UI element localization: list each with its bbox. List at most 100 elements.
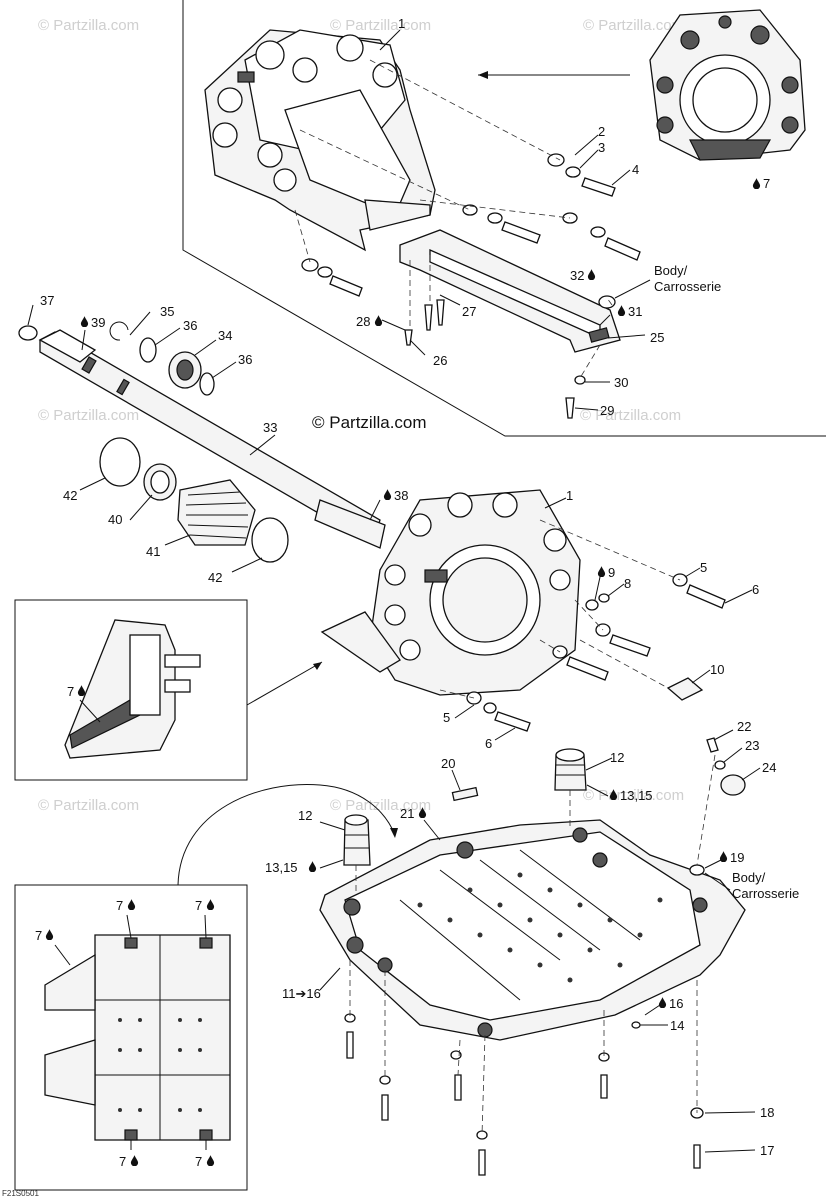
plate-hardware	[344, 737, 746, 1176]
callout-37: 37	[40, 293, 54, 308]
leader	[246, 661, 323, 706]
callout-42b: 42	[208, 570, 222, 585]
callout-13-15: 13,15	[620, 788, 653, 803]
oil-drop-icon	[587, 269, 596, 280]
inset-part-side	[64, 619, 201, 759]
diagram-code: F21S0501	[2, 1189, 39, 1198]
oil-drop-icon	[383, 489, 392, 500]
callout-12b: 12	[298, 808, 312, 823]
oil-drop-icon	[597, 566, 606, 577]
callout-7-inset-b4: 7	[119, 1154, 126, 1169]
callout-11-16: 11➔16	[282, 986, 321, 1001]
callout-4: 4	[632, 162, 639, 177]
callout-23: 23	[745, 738, 759, 753]
callout-1b: 1	[566, 488, 573, 503]
watermark: © Partzilla.com	[330, 797, 431, 814]
upper-hardware	[301, 153, 641, 419]
callout-14: 14	[670, 1018, 684, 1033]
callout-7: 7	[763, 176, 770, 191]
callout-6b: 6	[485, 736, 492, 751]
pump-support-upper	[204, 29, 436, 252]
callout-19: 19	[730, 850, 744, 865]
callout-39: 39	[91, 315, 105, 330]
callout-7-inset-b2: 7	[116, 898, 123, 913]
callout-42: 42	[63, 488, 77, 503]
pump-support-middle	[320, 489, 581, 696]
upper-dash-lines	[294, 59, 613, 379]
callout-9: 9	[608, 565, 615, 580]
pump-support-rear-view	[649, 9, 806, 161]
callout-12: 12	[610, 750, 624, 765]
oil-drop-icon	[617, 305, 626, 316]
callout-26: 26	[433, 353, 447, 368]
plate-dash-lines	[349, 754, 716, 1136]
plate-dots	[417, 872, 663, 983]
watermark: © Partzilla.com	[38, 407, 139, 424]
key-20	[451, 786, 479, 802]
callout-36b: 36	[238, 352, 252, 367]
watermark: © Partzilla.com	[580, 407, 681, 424]
watermark: © Partzilla.com	[38, 17, 139, 34]
oil-drop-icon	[80, 316, 89, 327]
bracket-25	[399, 229, 621, 353]
center-watermark: © Partzilla.com	[312, 413, 427, 432]
callout-24: 24	[762, 760, 776, 775]
shaft-seals	[99, 321, 289, 563]
callout-7-inset: 7	[67, 684, 74, 699]
body-label-2-fr: Carrosserie	[732, 886, 799, 901]
callout-41: 41	[146, 544, 160, 559]
callout-7-inset-b3: 7	[195, 898, 202, 913]
callout-5: 5	[700, 560, 707, 575]
watermark-group: © Partzilla.com © Partzilla.com © Partzi…	[38, 17, 684, 814]
callout-18: 18	[760, 1105, 774, 1120]
watermark: © Partzilla.com	[38, 797, 139, 814]
ride-plate	[319, 819, 746, 1041]
callout-28: 28	[356, 314, 370, 329]
callout-34: 34	[218, 328, 232, 343]
upper-assembly-frame	[182, 0, 826, 437]
callout-17: 17	[760, 1143, 774, 1158]
callout-7-inset-b5: 7	[195, 1154, 202, 1169]
oil-drop-icon	[308, 861, 317, 872]
callout-leaders	[27, 29, 761, 1153]
callout-35: 35	[160, 304, 174, 319]
body-label-2: Body/	[732, 870, 766, 885]
oil-drop-icon	[658, 997, 667, 1008]
callout-36: 36	[183, 318, 197, 333]
leader-curve	[177, 783, 396, 886]
middle-dash-lines	[439, 519, 681, 699]
callout-10: 10	[710, 662, 724, 677]
callout-8: 8	[624, 576, 631, 591]
callout-38: 38	[394, 488, 408, 503]
drive-shaft	[18, 325, 386, 549]
oil-drop-icon	[374, 315, 383, 326]
callout-7-inset-b1: 7	[35, 928, 42, 943]
callout-20: 20	[441, 756, 455, 771]
callout-13-15b: 13,15	[265, 860, 298, 875]
oil-drop-icon	[719, 851, 728, 862]
watermark: © Partzilla.com	[583, 787, 684, 804]
watermark: © Partzilla.com	[583, 17, 684, 34]
inset-plate-top	[44, 934, 231, 1141]
callout-3: 3	[598, 140, 605, 155]
callout-30: 30	[614, 375, 628, 390]
callout-25: 25	[650, 330, 664, 345]
callout-33: 33	[263, 420, 277, 435]
callout-27: 27	[462, 304, 476, 319]
callout-22: 22	[737, 719, 751, 734]
callout-16: 16	[669, 996, 683, 1011]
body-label: Body/	[654, 263, 688, 278]
callout-2: 2	[598, 124, 605, 139]
inset-plate-dots	[118, 1018, 202, 1112]
callout-21: 21	[400, 806, 414, 821]
callout-6: 6	[752, 582, 759, 597]
callout-31: 31	[628, 304, 642, 319]
watermark: © Partzilla.com	[330, 17, 431, 34]
middle-hardware	[466, 573, 726, 732]
fitting-12	[343, 748, 587, 866]
oil-drop-icon	[752, 178, 761, 189]
callout-labels: 1 2 3 4 7 Body/ Carrosserie 32 31 25 27 …	[35, 16, 799, 1169]
body-label-fr: Carrosserie	[654, 279, 721, 294]
